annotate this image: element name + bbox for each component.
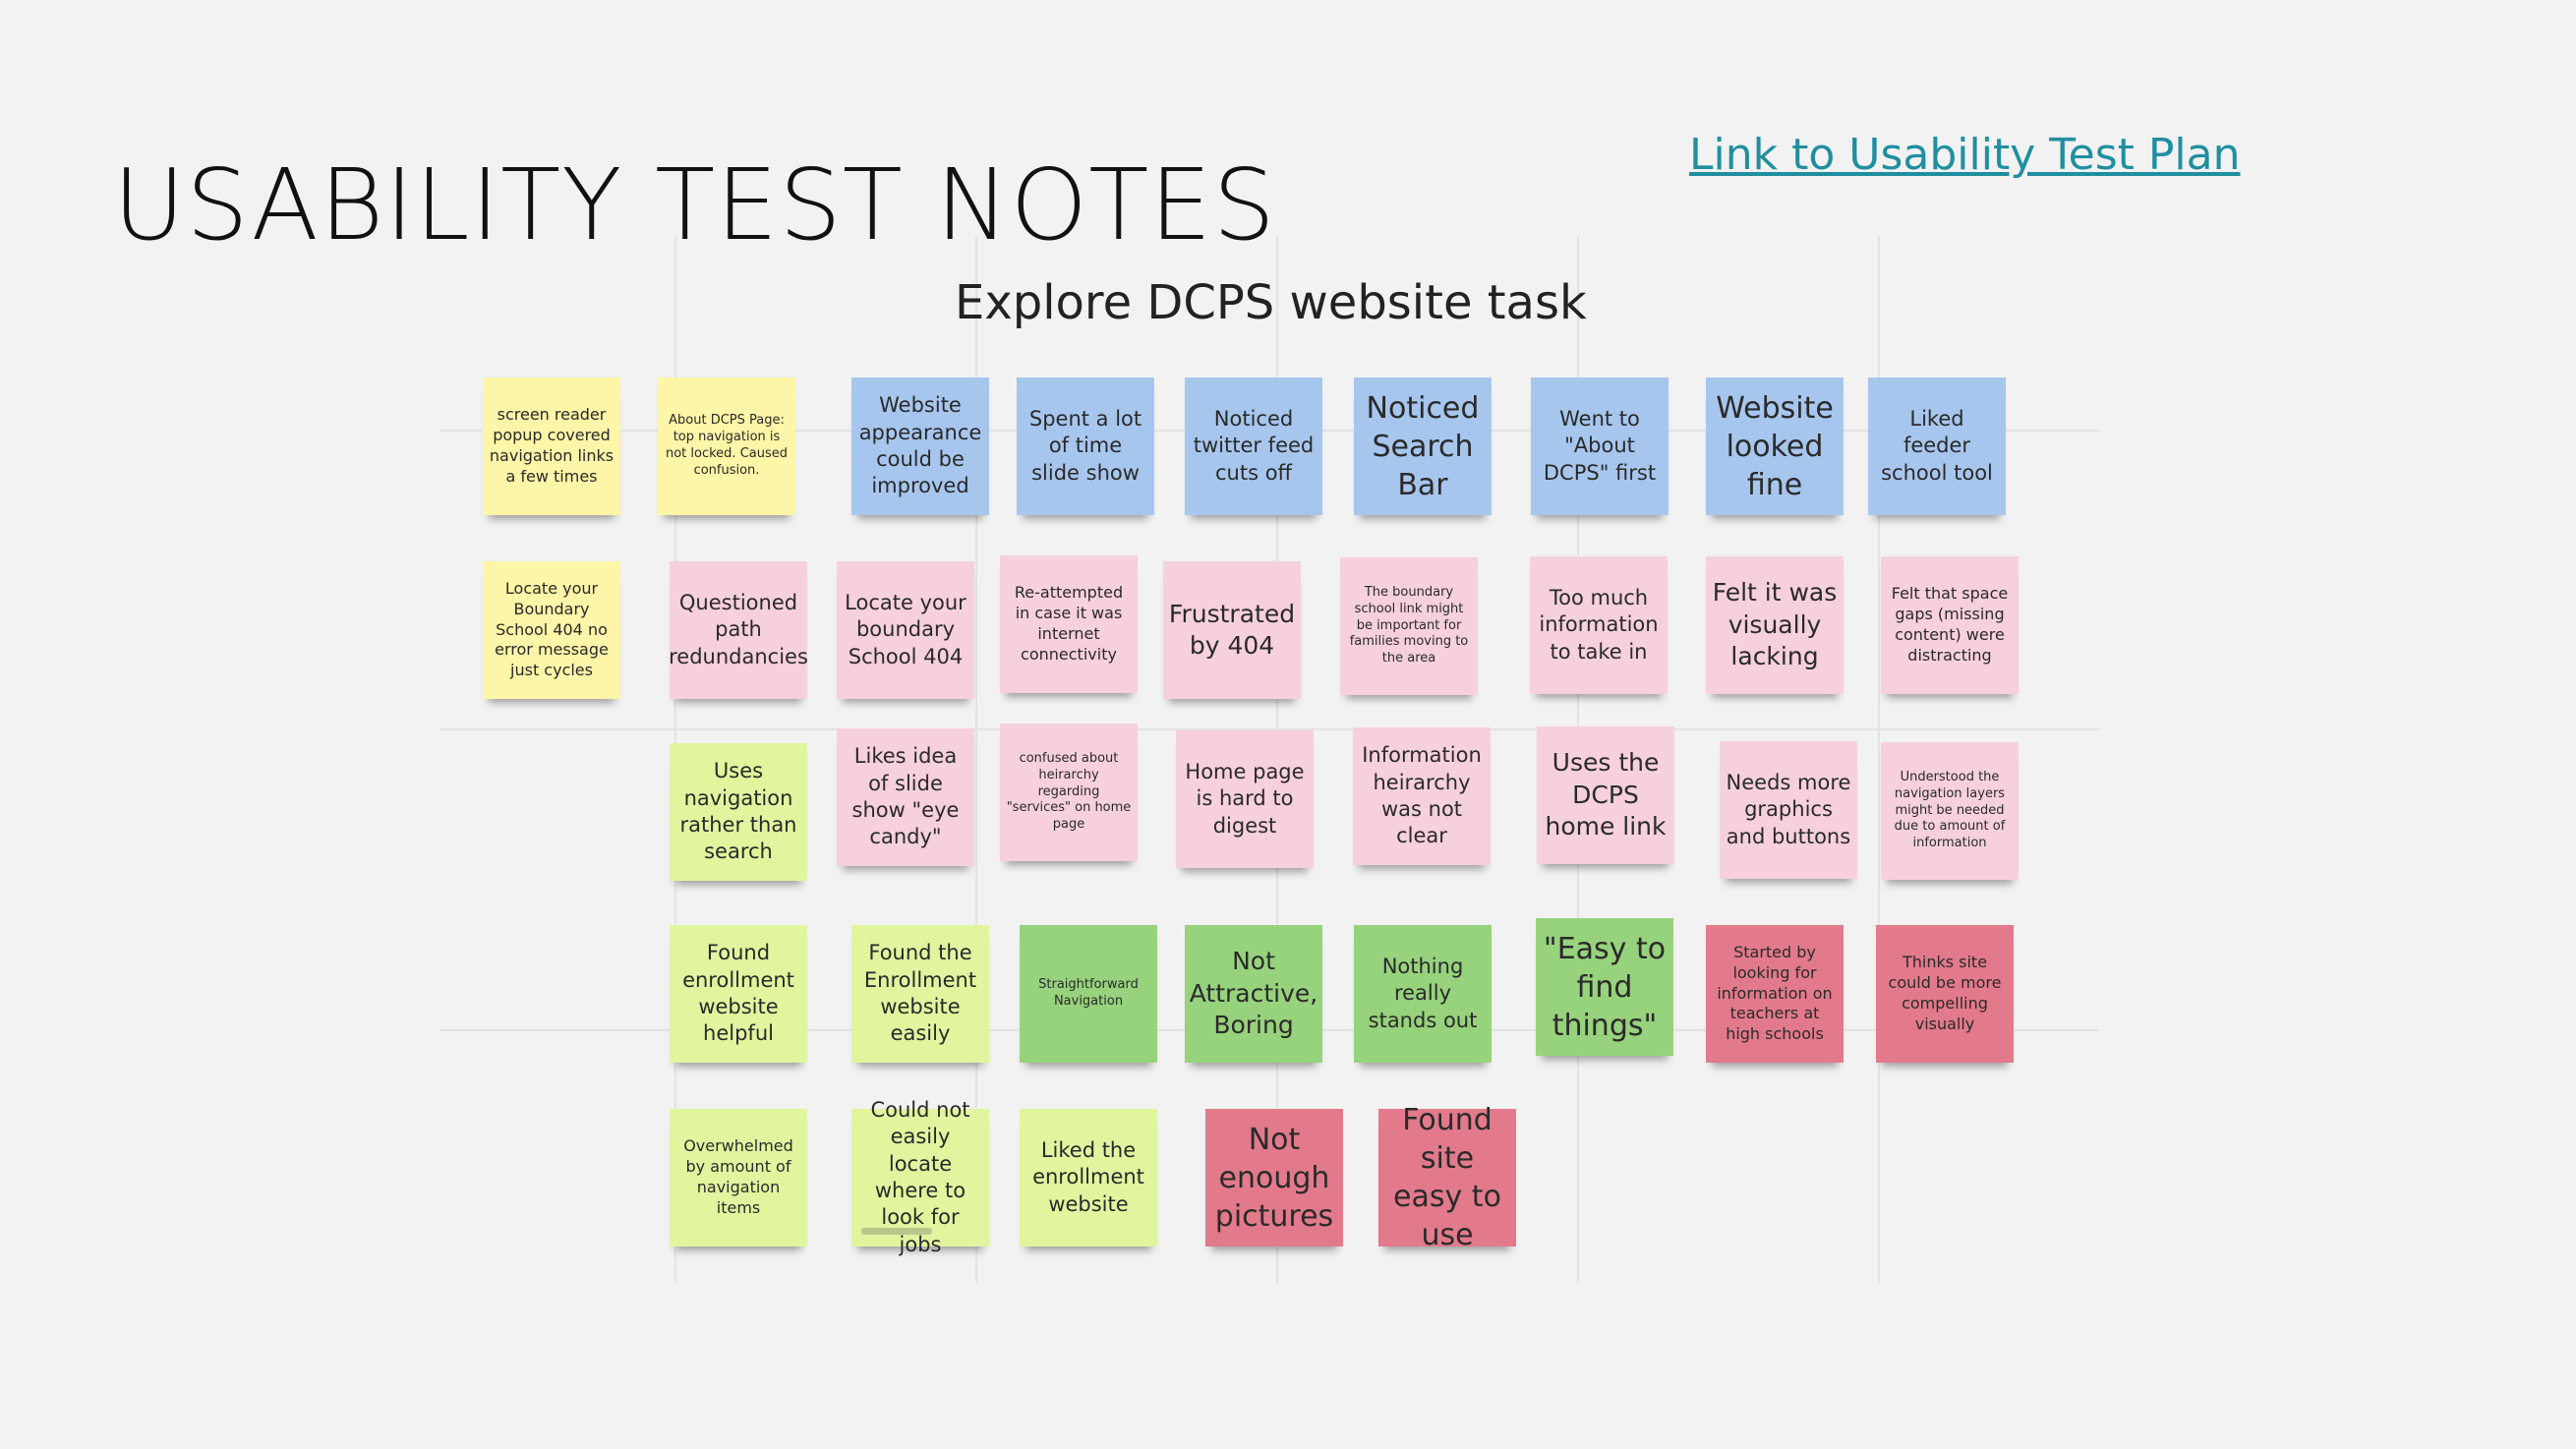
sticky-note-text: Uses navigation rather than search <box>679 759 797 864</box>
sticky-note[interactable]: Went to "About DCPS" first <box>1531 377 1669 515</box>
sticky-note-text: Started by looking for information on te… <box>1717 943 1833 1044</box>
sticky-note[interactable]: Noticed twitter feed cuts off <box>1185 377 1322 515</box>
sticky-note-text: Home page is hard to digest <box>1185 760 1305 838</box>
sticky-note-text: Not Attractive, Boring <box>1189 947 1318 1040</box>
sticky-note-text: Understood the navigation layers might b… <box>1894 769 2006 851</box>
sticky-note-text: Straightforward Navigation <box>1038 977 1139 1009</box>
sticky-note[interactable]: Nothing really stands out <box>1354 925 1492 1063</box>
sticky-note-text: Felt it was visually lacking <box>1712 578 1838 671</box>
sticky-note-text: Locate your Boundary School 404 no error… <box>495 579 609 680</box>
sticky-note-text: Likes idea of slide show "eye candy" <box>851 744 960 849</box>
sticky-note[interactable]: Overwhelmed by amount of navigation item… <box>670 1109 807 1246</box>
sticky-note-text: Uses the DCPS home link <box>1545 748 1667 841</box>
sticky-note[interactable]: About DCPS Page: top navigation is not l… <box>658 377 795 515</box>
sticky-note-text: Liked feeder school tool <box>1881 407 1993 485</box>
sticky-note-text: Nothing really stands out <box>1368 955 1478 1032</box>
sticky-note[interactable]: Too much information to take in <box>1530 556 1668 694</box>
sticky-note[interactable]: Found the Enrollment website easily <box>851 925 989 1063</box>
sticky-note-text: Liked the enrollment website <box>1032 1138 1144 1216</box>
sticky-note[interactable]: Started by looking for information on te… <box>1706 925 1844 1063</box>
sticky-note-text: Needs more graphics and buttons <box>1726 771 1851 848</box>
sticky-note-text: Frustrated by 404 <box>1168 599 1296 661</box>
sticky-note[interactable]: Home page is hard to digest <box>1176 730 1314 868</box>
sticky-note-text: Website looked fine <box>1716 390 1834 502</box>
sticky-note[interactable]: Uses the DCPS home link <box>1537 726 1674 864</box>
board-gridline <box>439 728 2099 730</box>
sticky-note[interactable]: Not Attractive, Boring <box>1185 925 1322 1063</box>
sticky-note-text: Felt that space gaps (missing content) w… <box>1891 584 2009 665</box>
sticky-note[interactable]: Felt it was visually lacking <box>1706 556 1844 694</box>
sticky-note-text: Found enrollment website helpful <box>682 941 794 1046</box>
sticky-note-text: Noticed Search Bar <box>1366 390 1480 502</box>
sticky-note-text: Questioned path redundancies <box>669 591 808 668</box>
sticky-note-text: Too much information to take in <box>1539 586 1659 664</box>
sticky-note[interactable]: Felt that space gaps (missing content) w… <box>1881 556 2019 694</box>
sticky-note-text: Overwhelmed by amount of navigation item… <box>683 1136 793 1217</box>
sticky-note[interactable]: Questioned path redundancies <box>669 561 808 699</box>
sticky-note[interactable]: Locate your boundary School 404 <box>837 561 974 699</box>
sticky-note[interactable]: Straightforward Navigation <box>1020 925 1157 1063</box>
sticky-note-text: Went to "About DCPS" first <box>1543 407 1657 485</box>
sticky-note-text: confused about heirarchy regarding "serv… <box>1006 750 1132 833</box>
sticky-note-text: Spent a lot of time slide show <box>1028 407 1142 485</box>
board-title: Explore DCPS website task <box>955 275 1587 330</box>
sticky-note[interactable]: Found enrollment website helpful <box>670 925 807 1063</box>
note-resize-handle[interactable] <box>861 1228 932 1235</box>
sticky-note-text: The boundary school link might be import… <box>1349 584 1469 667</box>
sticky-note-text: Website appearance could be improved <box>858 393 982 498</box>
sticky-note[interactable]: confused about heirarchy regarding "serv… <box>1000 724 1138 861</box>
sticky-note-text: Found the Enrollment website easily <box>863 941 977 1046</box>
sticky-note-text: Locate your boundary School 404 <box>845 591 966 668</box>
sticky-note[interactable]: "Easy to find things" <box>1536 918 1673 1056</box>
sticky-note[interactable]: Information heirarchy was not clear <box>1353 727 1491 865</box>
sticky-note[interactable]: Liked feeder school tool <box>1868 377 2006 515</box>
sticky-note[interactable]: Understood the navigation layers might b… <box>1881 742 2019 880</box>
sticky-note-text: Could not easily locate where to look fo… <box>870 1098 970 1256</box>
sticky-note[interactable]: Website looked fine <box>1706 377 1844 515</box>
sticky-note[interactable]: Needs more graphics and buttons <box>1720 741 1857 879</box>
sticky-note[interactable]: Thinks site could be more compelling vis… <box>1876 925 2014 1063</box>
sticky-note[interactable]: Not enough pictures <box>1205 1109 1343 1246</box>
board-gridline <box>1878 236 1880 1283</box>
sticky-note[interactable]: Likes idea of slide show "eye candy" <box>837 728 974 866</box>
sticky-note-text: Information heirarchy was not clear <box>1362 743 1482 848</box>
sticky-note[interactable]: Re-attempted in case it was internet con… <box>1000 555 1138 693</box>
sticky-note[interactable]: Spent a lot of time slide show <box>1017 377 1154 515</box>
page-title: USABILITY TEST NOTES <box>113 147 1276 262</box>
sticky-note-text: Thinks site could be more compelling vis… <box>1888 953 2002 1033</box>
usability-test-plan-link[interactable]: Link to Usability Test Plan <box>1689 130 2241 180</box>
sticky-note-text: screen reader popup covered navigation l… <box>489 405 615 486</box>
sticky-note-text: Found site easy to use <box>1393 1103 1501 1252</box>
sticky-note[interactable]: Locate your Boundary School 404 no error… <box>483 561 620 699</box>
sticky-note[interactable]: Could not easily locate where to look fo… <box>851 1098 989 1256</box>
sticky-note[interactable]: Frustrated by 404 <box>1163 561 1301 699</box>
board-gridline <box>975 236 977 1283</box>
sticky-note[interactable]: The boundary school link might be import… <box>1340 557 1478 695</box>
sticky-note[interactable]: Noticed Search Bar <box>1354 377 1492 515</box>
sticky-note-text: About DCPS Page: top navigation is not l… <box>665 413 789 478</box>
sticky-note-text: "Easy to find things" <box>1543 931 1667 1043</box>
sticky-note[interactable]: Liked the enrollment website <box>1020 1109 1157 1246</box>
sticky-note[interactable]: Uses navigation rather than search <box>670 743 807 881</box>
sticky-note-text: Noticed twitter feed cuts off <box>1193 407 1315 485</box>
sticky-note[interactable]: Website appearance could be improved <box>851 377 989 515</box>
sticky-note[interactable]: screen reader popup covered navigation l… <box>483 377 620 515</box>
sticky-note-text: Re-attempted in case it was internet con… <box>1014 583 1124 664</box>
sticky-note-text: Not enough pictures <box>1214 1122 1334 1234</box>
sticky-note[interactable]: Found site easy to use <box>1378 1103 1516 1252</box>
